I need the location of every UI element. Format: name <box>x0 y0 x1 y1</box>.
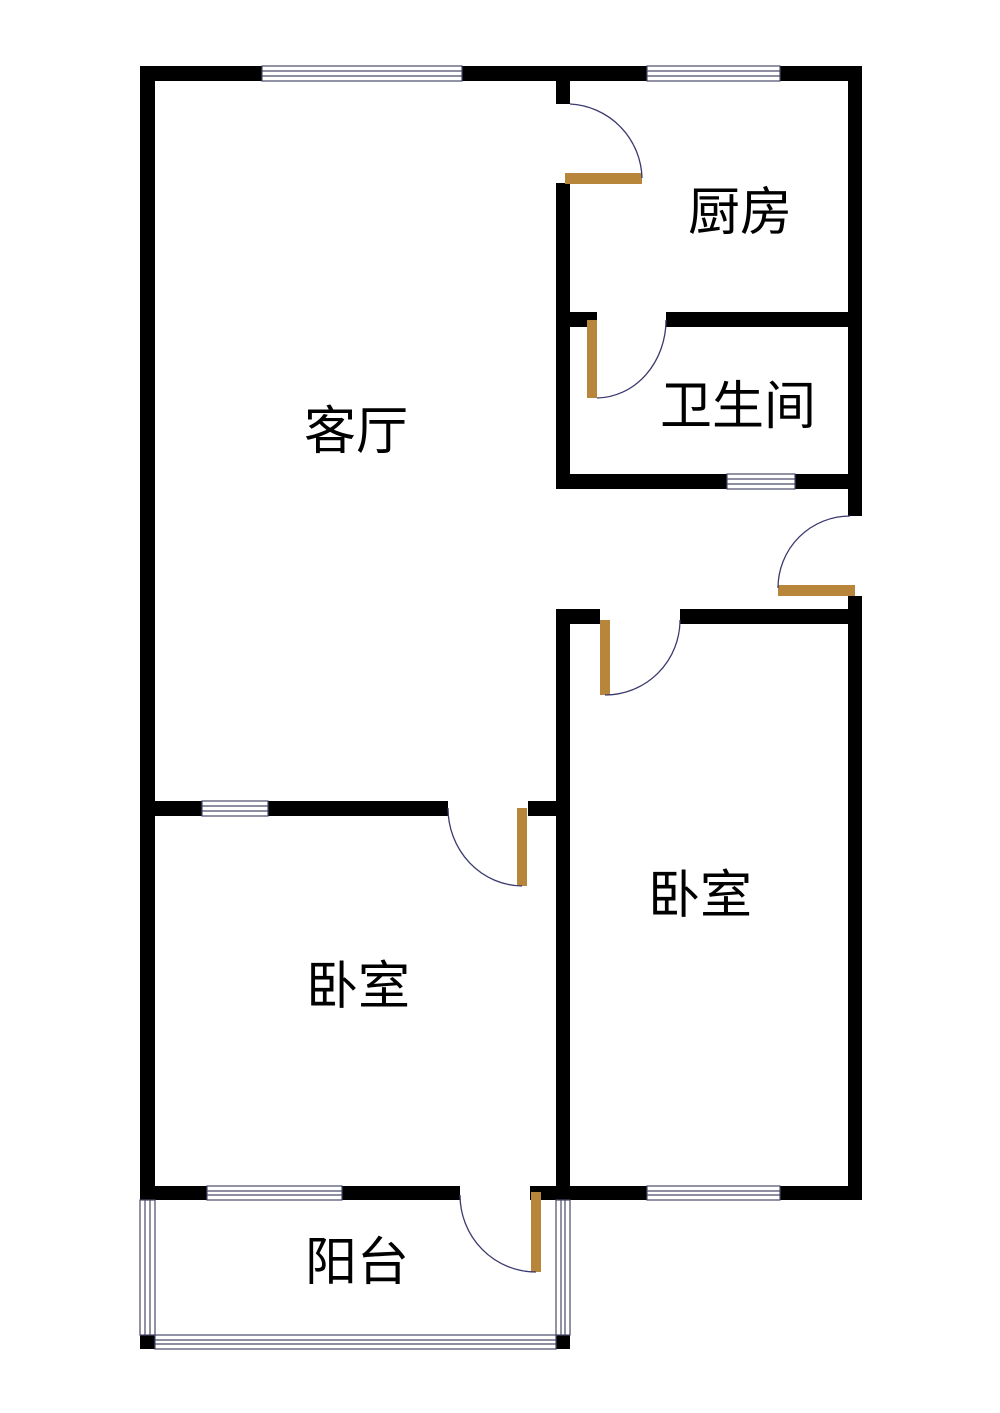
label-bedroom-left: 卧室 <box>306 957 410 1017</box>
label-balcony: 阳台 <box>305 1233 409 1293</box>
window-balcony <box>139 1199 571 1350</box>
label-bathroom: 卫生间 <box>660 377 816 437</box>
door-entrance <box>777 515 855 596</box>
door-kitchen <box>565 103 643 184</box>
label-living-room: 客厅 <box>304 402 408 462</box>
walls <box>140 66 862 1349</box>
door-bathroom <box>587 319 667 399</box>
door-balcony <box>459 1192 541 1273</box>
label-kitchen: 厨房 <box>688 183 792 243</box>
window-bedroom-left-top <box>201 800 269 817</box>
door-bedroom-right <box>600 619 681 696</box>
label-bedroom-right: 卧室 <box>648 866 752 926</box>
door-bedroom-left <box>447 807 527 887</box>
window-bathroom <box>726 473 796 490</box>
window-bedroom-right-bottom <box>646 1185 781 1201</box>
window-bedroom-left-bottom <box>206 1185 343 1201</box>
window-kitchen <box>646 65 781 82</box>
window-living-top <box>261 65 463 82</box>
